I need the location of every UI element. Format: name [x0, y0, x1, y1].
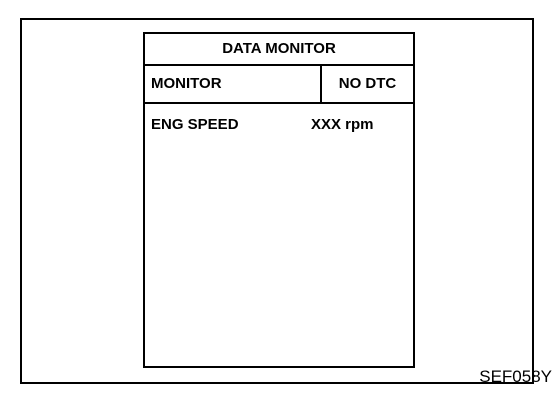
monitor-column-label: MONITOR	[151, 75, 222, 92]
monitor-header-row: MONITOR NO DTC	[145, 66, 413, 104]
dtc-status: NO DTC	[338, 75, 397, 92]
monitor-item-row: ENG SPEED XXX rpm	[145, 114, 413, 136]
figure-frame	[20, 18, 534, 384]
monitor-item-value: XXX rpm	[311, 116, 374, 133]
screen-title: DATA MONITOR	[145, 34, 413, 66]
consult-screen: DATA MONITOR MONITOR NO DTC ENG SPEED XX…	[143, 32, 415, 368]
header-divider	[320, 66, 322, 102]
figure-code: SEF058Y	[479, 367, 552, 386]
monitor-item-name: ENG SPEED	[151, 116, 239, 133]
